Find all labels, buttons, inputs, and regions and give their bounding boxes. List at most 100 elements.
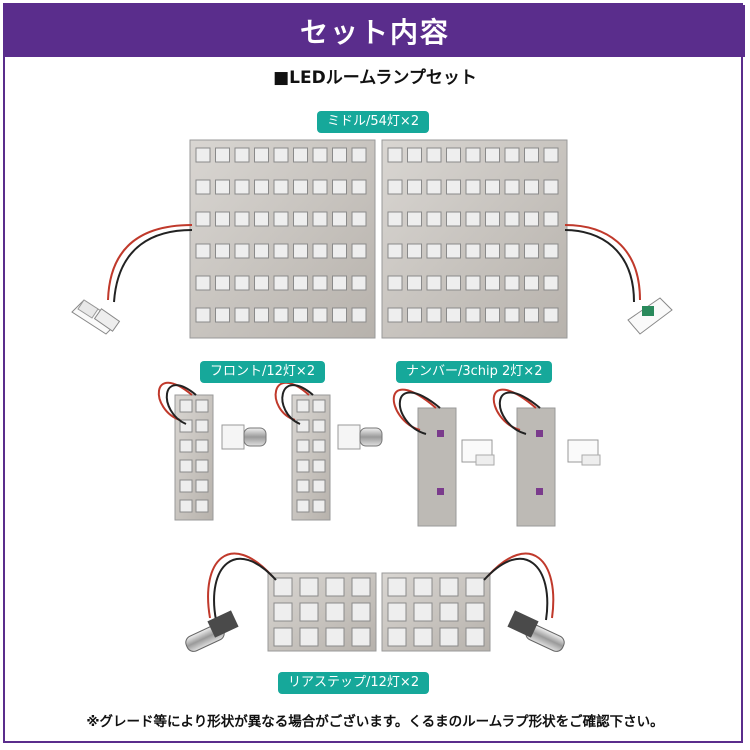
led-chip	[465, 147, 481, 163]
led-chip	[426, 275, 442, 291]
led-chip	[254, 243, 269, 259]
number-bulb-left	[461, 439, 495, 466]
led-chip	[215, 147, 230, 163]
led-chip	[387, 179, 403, 195]
outer-frame	[3, 3, 743, 743]
led-chip	[234, 147, 250, 163]
label-front: フロント/12灯×2	[200, 361, 326, 383]
led-chip	[296, 419, 310, 433]
led-chip	[312, 179, 328, 195]
led-chip	[215, 179, 230, 195]
led-chip	[543, 211, 559, 227]
led-chip	[351, 577, 371, 597]
led-chip	[273, 577, 293, 597]
led-chip	[325, 627, 345, 647]
led-chip	[543, 243, 559, 259]
led-chip	[234, 307, 250, 323]
led-chip	[254, 307, 269, 323]
led-chip	[407, 243, 422, 259]
led-chip	[332, 275, 347, 291]
led-chip	[485, 275, 500, 291]
led-chip	[351, 243, 367, 259]
led-chip	[351, 179, 367, 195]
set-title: ■LEDルームランプセット	[273, 68, 477, 88]
led-chip	[332, 179, 347, 195]
led-chip	[293, 211, 308, 227]
led-chip	[195, 499, 209, 513]
led-chip	[504, 275, 520, 291]
led-chip	[195, 399, 209, 413]
led-chip	[485, 307, 500, 323]
led-chip	[465, 577, 485, 597]
led-chip	[485, 243, 500, 259]
footnote: ※グレード等により形状が異なる場合がございます。くるまのルームラプ形状をご確認下…	[86, 714, 664, 730]
led-chip	[195, 147, 211, 163]
led-chip	[296, 479, 310, 493]
led-chip	[195, 419, 209, 433]
led-chip	[524, 147, 539, 163]
led-chip	[504, 147, 520, 163]
led-chip	[312, 419, 326, 433]
led-chip	[465, 275, 481, 291]
led-chip	[312, 307, 328, 323]
led-chip	[195, 275, 211, 291]
led-chip	[273, 211, 289, 227]
led-chip	[465, 179, 481, 195]
led-chip	[179, 439, 193, 453]
led-chip	[254, 211, 269, 227]
led-chip	[543, 179, 559, 195]
middle-panel-right	[381, 139, 568, 339]
led-chip	[426, 243, 442, 259]
led-chip	[293, 147, 308, 163]
led-chip	[504, 307, 520, 323]
led-chip	[312, 211, 328, 227]
middle-panel-left	[189, 139, 376, 339]
led-chip	[332, 307, 347, 323]
led-chip	[446, 211, 461, 227]
led-chip	[543, 147, 559, 163]
led-chip	[543, 275, 559, 291]
led-chip	[234, 211, 250, 227]
led-chip	[485, 147, 500, 163]
led-chip	[387, 211, 403, 227]
led-chip	[524, 307, 539, 323]
led-chip	[195, 459, 209, 473]
led-chip	[446, 179, 461, 195]
led-chip	[273, 627, 293, 647]
led-chip	[325, 602, 345, 622]
led-chip	[426, 211, 442, 227]
led-chip	[407, 275, 422, 291]
front-panel-right	[291, 394, 331, 521]
led-chip	[179, 399, 193, 413]
page-title: セット内容	[299, 16, 450, 49]
led-chip	[351, 275, 367, 291]
led-chip	[312, 275, 328, 291]
led-chip	[407, 307, 422, 323]
led-chip	[296, 439, 310, 453]
number-panel-right	[516, 407, 556, 527]
led-chip	[407, 179, 422, 195]
rear-panel-right	[381, 572, 491, 652]
led-chip	[254, 275, 269, 291]
led-chip	[387, 602, 407, 622]
led-chip	[446, 275, 461, 291]
led-chip	[254, 179, 269, 195]
led-chip	[179, 479, 193, 493]
led-chip	[195, 307, 211, 323]
led-chip	[426, 179, 442, 195]
front-bulb-right	[337, 424, 383, 450]
led-chip	[293, 243, 308, 259]
led-chip	[273, 307, 289, 323]
led-chip	[426, 307, 442, 323]
led-chip	[296, 459, 310, 473]
led-chip	[273, 602, 293, 622]
led-chip	[524, 179, 539, 195]
led-chip	[299, 627, 319, 647]
led-chip	[325, 577, 345, 597]
led-chip	[195, 479, 209, 493]
led-chip	[312, 459, 326, 473]
led-chip	[439, 577, 459, 597]
led-chip	[312, 439, 326, 453]
led-chip	[504, 243, 520, 259]
led-chip	[299, 577, 319, 597]
